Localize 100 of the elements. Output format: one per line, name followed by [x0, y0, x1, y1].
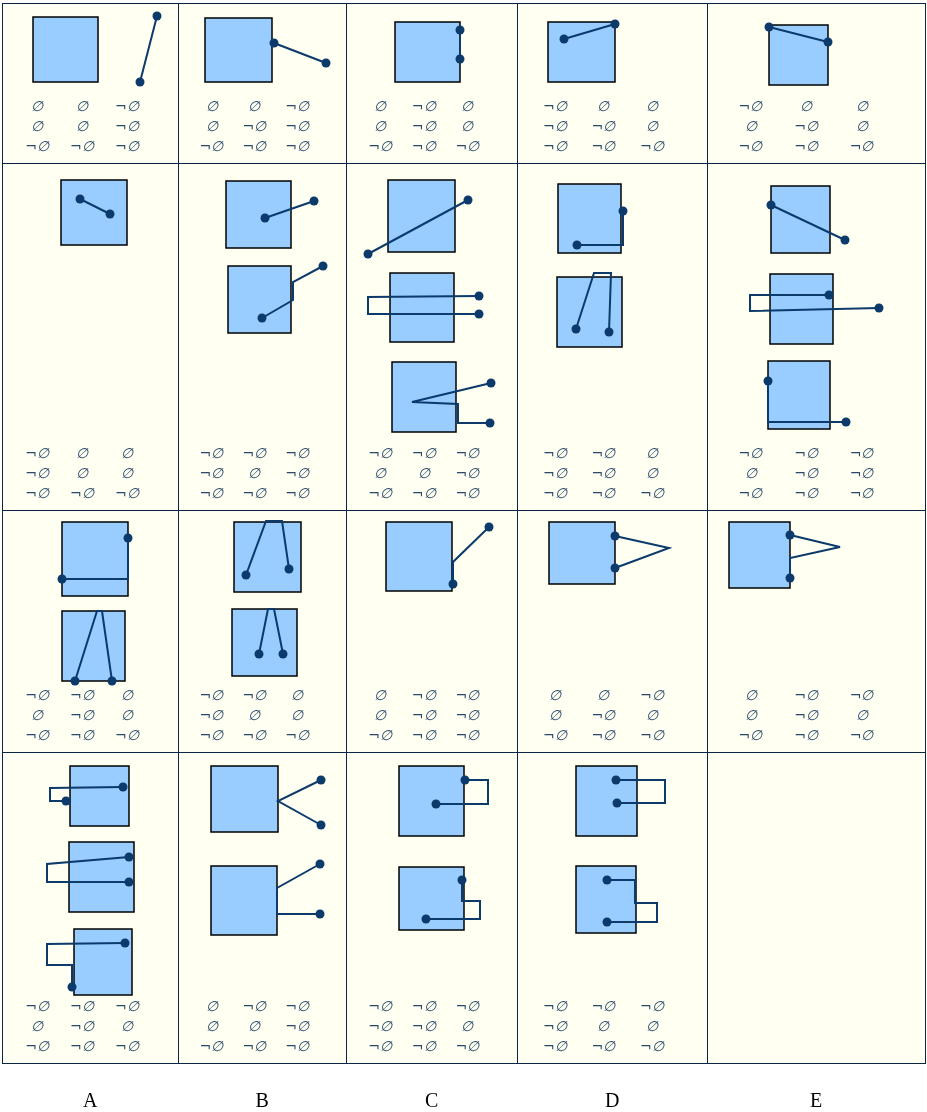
- set-symbol: ¬∅: [70, 1018, 94, 1034]
- set-symbol: ¬∅: [242, 138, 267, 154]
- set-symbol: ∅: [374, 465, 387, 481]
- set-symbol: ¬∅: [639, 687, 664, 703]
- set-symbol: ∅: [76, 465, 89, 481]
- set-symbol: ¬∅: [199, 727, 224, 743]
- set-symbol: ¬∅: [591, 465, 616, 481]
- column-label: B: [255, 1089, 269, 1111]
- set-symbol: ¬∅: [455, 707, 480, 723]
- set-symbol: ¬∅: [285, 465, 309, 481]
- set-symbol: ∅: [417, 465, 430, 481]
- set-symbol: ¬∅: [114, 485, 139, 501]
- set-symbol: ∅: [31, 118, 44, 134]
- set-symbol: ∅: [645, 707, 658, 723]
- set-symbol: ¬∅: [411, 118, 436, 134]
- set-symbol: ¬∅: [738, 485, 763, 501]
- set-symbol: ∅: [205, 98, 218, 114]
- set-symbol: ¬∅: [591, 485, 616, 501]
- set-symbol: ¬∅: [543, 998, 567, 1014]
- set-symbol: ¬∅: [543, 1038, 567, 1054]
- set-symbol: ¬∅: [242, 445, 267, 461]
- set-symbol: ¬∅: [591, 1038, 616, 1054]
- set-symbol: ∅: [744, 118, 757, 134]
- set-symbol: ∅: [800, 98, 813, 114]
- set-symbol: ¬∅: [242, 998, 267, 1014]
- set-symbol: ¬∅: [368, 445, 392, 461]
- set-symbol: ¬∅: [70, 707, 94, 723]
- set-symbol: ¬∅: [849, 138, 874, 154]
- set-symbol: ¬∅: [114, 1038, 139, 1054]
- set-symbol: ¬∅: [794, 485, 818, 501]
- set-symbol: ¬∅: [25, 138, 49, 154]
- set-symbol: ¬∅: [591, 445, 616, 461]
- set-symbol: ¬∅: [543, 118, 567, 134]
- set-symbol: ¬∅: [285, 118, 309, 134]
- set-symbol: ¬∅: [114, 727, 139, 743]
- set-symbol: ¬∅: [543, 485, 567, 501]
- set-symbol: ¬∅: [285, 138, 309, 154]
- set-symbol: ∅: [205, 118, 218, 134]
- column-label: A: [83, 1089, 98, 1111]
- set-symbol: ¬∅: [738, 98, 763, 114]
- set-symbol: ¬∅: [591, 727, 616, 743]
- set-symbol: ¬∅: [738, 445, 763, 461]
- set-symbol: ∅: [645, 98, 658, 114]
- set-symbol: ∅: [31, 707, 44, 723]
- set-symbol: ∅: [549, 707, 561, 723]
- set-symbol: ¬∅: [242, 1038, 267, 1054]
- set-symbol: ¬∅: [455, 998, 480, 1014]
- set-symbol: ¬∅: [70, 998, 94, 1014]
- set-symbol: ¬∅: [199, 485, 224, 501]
- set-symbol: ¬∅: [543, 98, 567, 114]
- set-symbol: ¬∅: [70, 687, 94, 703]
- set-symbol: ¬∅: [455, 727, 480, 743]
- set-symbol: ¬∅: [70, 1038, 94, 1054]
- set-symbol: ¬∅: [411, 138, 436, 154]
- set-symbol: ¬∅: [368, 1018, 392, 1034]
- set-symbol: ∅: [291, 687, 304, 703]
- set-symbol: ¬∅: [285, 445, 309, 461]
- set-symbol: ¬∅: [849, 687, 874, 703]
- set-symbol: ∅: [744, 465, 757, 481]
- set-symbol: ¬∅: [25, 485, 49, 501]
- set-symbol: ∅: [597, 98, 610, 114]
- set-symbol: ¬∅: [849, 465, 874, 481]
- set-symbol: ∅: [76, 445, 89, 461]
- set-symbol: ∅: [248, 707, 261, 723]
- set-symbol: ¬∅: [70, 727, 94, 743]
- set-symbol: ¬∅: [591, 118, 616, 134]
- set-symbol: ¬∅: [70, 485, 94, 501]
- set-symbol: ∅: [744, 707, 757, 723]
- set-symbol: ¬∅: [639, 1038, 664, 1054]
- set-symbol: ¬∅: [368, 727, 392, 743]
- set-symbol: ∅: [597, 1018, 610, 1034]
- set-symbol: ¬∅: [368, 998, 392, 1014]
- set-symbol: ¬∅: [543, 138, 567, 154]
- set-symbol: ∅: [205, 998, 218, 1014]
- set-symbol: ¬∅: [199, 707, 224, 723]
- set-symbol: ¬∅: [849, 485, 874, 501]
- set-symbol: ∅: [597, 687, 610, 703]
- set-symbol: ¬∅: [368, 138, 392, 154]
- set-symbol: ¬∅: [199, 445, 224, 461]
- set-symbol: ∅: [744, 687, 757, 703]
- set-symbol: ¬∅: [411, 1038, 436, 1054]
- set-symbol: ¬∅: [285, 1038, 309, 1054]
- set-symbol: ¬∅: [543, 727, 567, 743]
- set-symbol: ¬∅: [70, 138, 94, 154]
- set-symbol: ¬∅: [455, 138, 480, 154]
- set-symbol: ¬∅: [794, 118, 818, 134]
- set-symbol: ¬∅: [639, 727, 664, 743]
- set-symbol: ¬∅: [591, 138, 616, 154]
- set-symbol: ¬∅: [411, 445, 436, 461]
- set-symbol: ¬∅: [794, 727, 818, 743]
- set-symbol: ¬∅: [411, 98, 436, 114]
- set-symbol: ¬∅: [242, 485, 267, 501]
- set-symbol: ¬∅: [25, 727, 49, 743]
- set-symbol: ∅: [248, 465, 261, 481]
- set-symbol: ¬∅: [368, 485, 392, 501]
- set-symbol: ∅: [205, 1018, 218, 1034]
- set-symbol: ¬∅: [199, 687, 224, 703]
- column-label: E: [810, 1089, 823, 1111]
- set-symbol: ¬∅: [849, 727, 874, 743]
- set-symbol: ¬∅: [455, 485, 480, 501]
